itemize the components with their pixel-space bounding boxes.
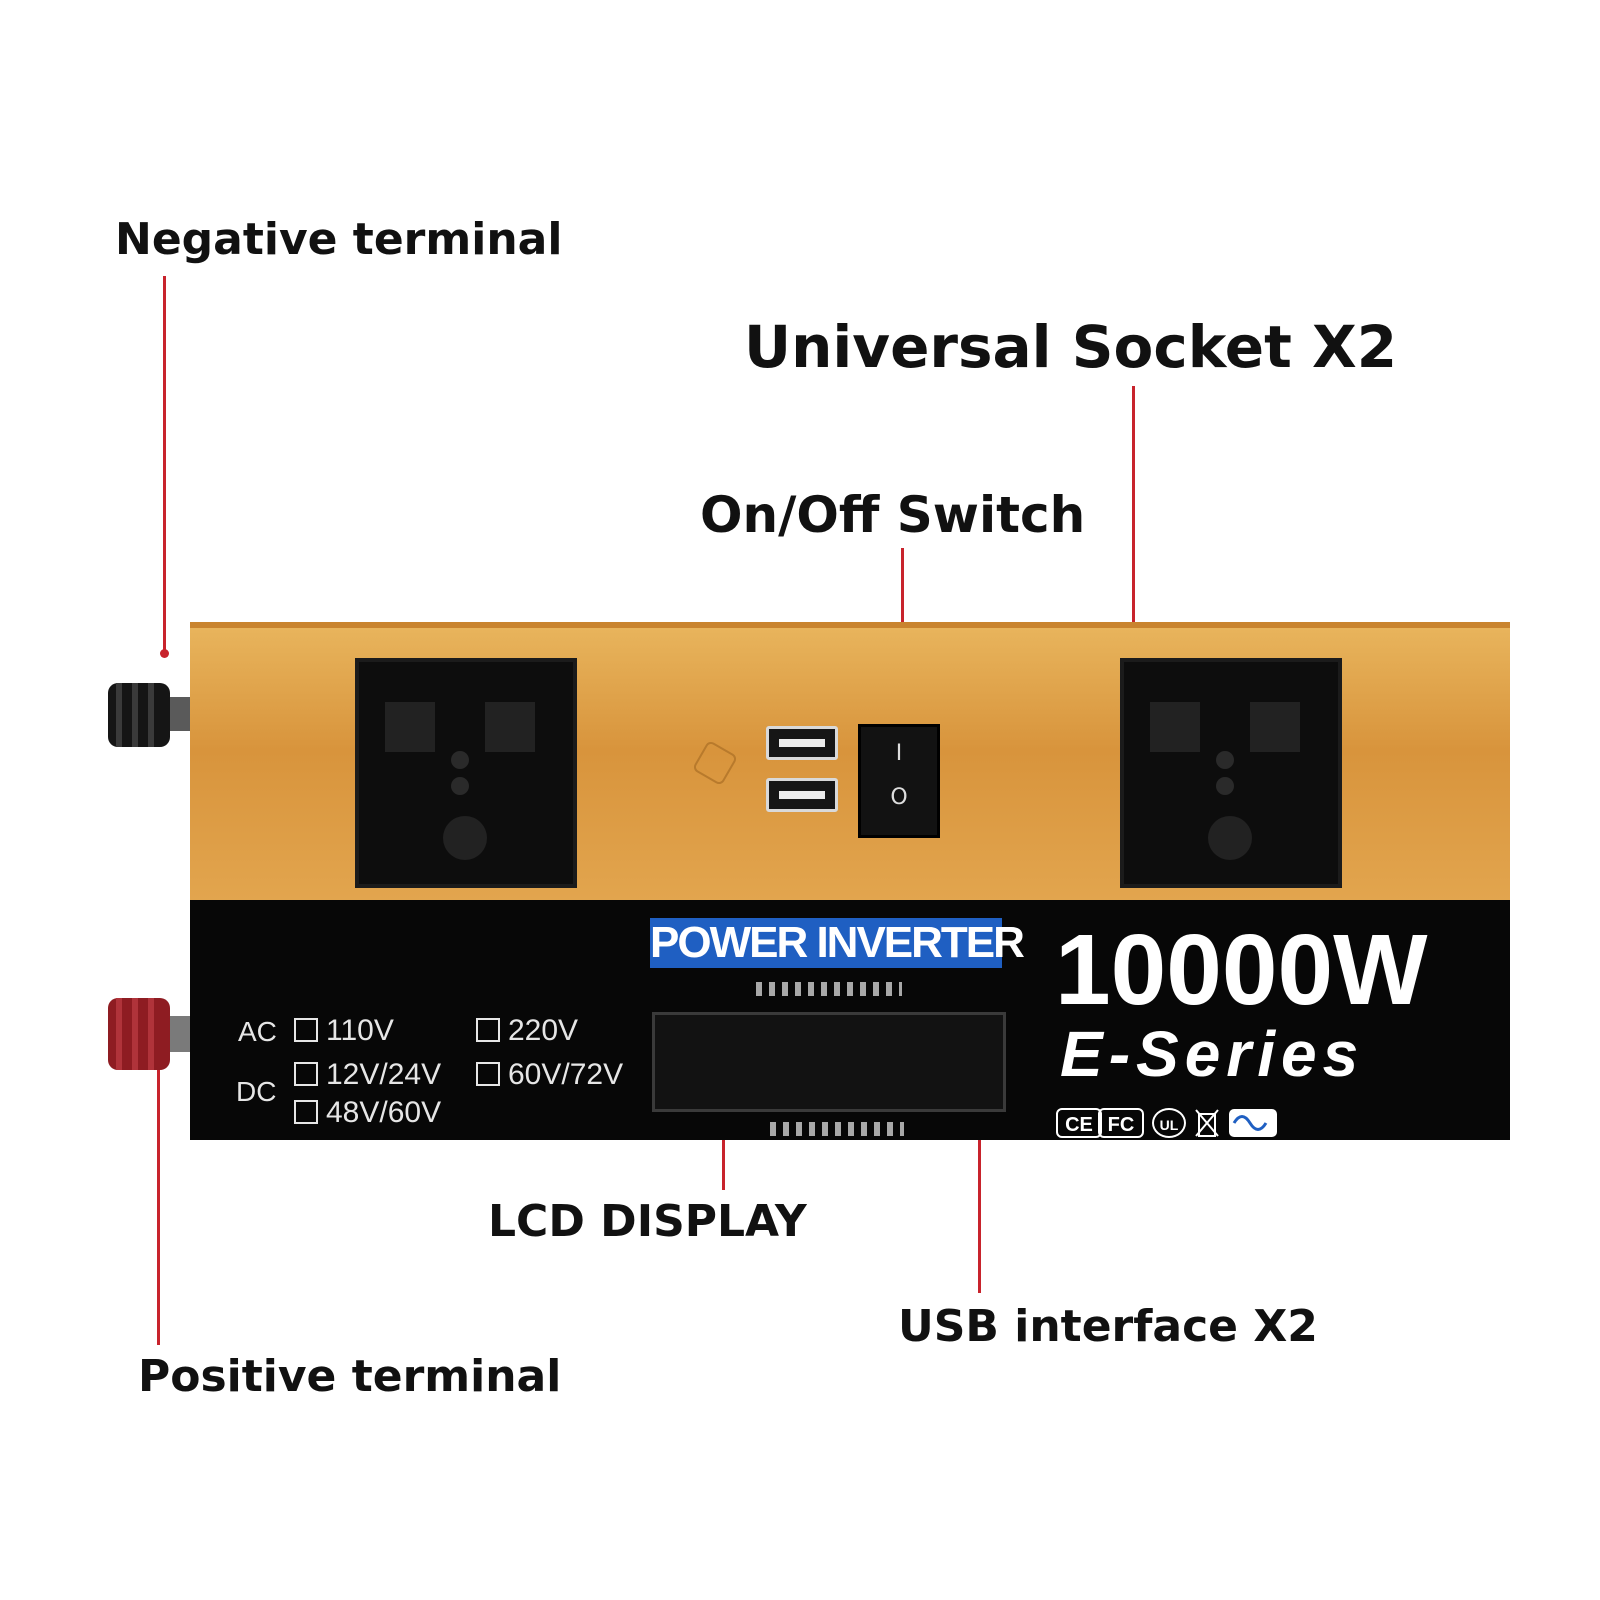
screw-icon xyxy=(691,739,739,787)
fc-mark: FC xyxy=(1098,1108,1144,1138)
usb-port-bottom xyxy=(766,778,838,812)
weee-bin-icon xyxy=(1195,1109,1219,1137)
dc-option-48v-60v: 48V/60V xyxy=(294,1098,441,1128)
negative-terminal-callout: Negative terminal xyxy=(115,214,563,265)
usb-interface-callout: USB interface X2 xyxy=(898,1301,1318,1352)
ce-mark: CE xyxy=(1056,1108,1102,1138)
ul-mark: UL xyxy=(1152,1108,1186,1138)
positive-terminal xyxy=(108,998,196,1070)
inverter-housing: I O AC DC 110V 220V 12V/24V 60V/72V 48V/… xyxy=(190,622,1510,1140)
series-name: E-Series xyxy=(1060,1018,1365,1090)
socket-outlet-icon xyxy=(1150,702,1300,860)
ac-option-220v: 220V xyxy=(476,1016,578,1046)
checkbox-icon xyxy=(294,1100,318,1124)
on-off-switch-callout: On/Off Switch xyxy=(700,486,1086,544)
positive-terminal-leader xyxy=(157,1060,160,1345)
on-off-rocker-switch: I O xyxy=(858,724,940,838)
dc-option-12v-24v: 12V/24V xyxy=(294,1060,441,1090)
dc-label: DC xyxy=(236,1076,277,1107)
negative-terminal-leader xyxy=(163,276,166,654)
universal-socket-right xyxy=(1120,658,1342,888)
lcd-display-callout: LCD DISPLAY xyxy=(488,1196,807,1247)
sine-wave-icon xyxy=(1229,1109,1277,1137)
usb-port-top xyxy=(766,726,838,760)
ac-label: AC xyxy=(238,1016,277,1047)
universal-socket-left xyxy=(355,658,577,888)
power-inverter-title: POWER INVERTER xyxy=(650,918,1025,968)
socket-outlet-icon xyxy=(385,702,535,860)
checkbox-icon xyxy=(476,1062,500,1086)
gold-top-panel: I O xyxy=(190,622,1510,900)
lcd-display-screen xyxy=(652,1012,1006,1112)
universal-socket-leader xyxy=(1132,386,1135,676)
negative-terminal xyxy=(108,683,196,747)
ac-option-110v: 110V xyxy=(294,1016,394,1046)
dc-option-60v-72v: 60V/72V xyxy=(476,1060,623,1090)
checkbox-icon xyxy=(294,1062,318,1086)
positive-terminal-callout: Positive terminal xyxy=(138,1351,562,1402)
lcd-pins-bottom xyxy=(770,1122,904,1136)
power-rating: 10000W xyxy=(1055,914,1428,1026)
universal-socket-callout: Universal Socket X2 xyxy=(744,313,1398,381)
front-label-panel: AC DC 110V 220V 12V/24V 60V/72V 48V/60V … xyxy=(190,900,1510,1140)
switch-on-symbol: I xyxy=(895,741,903,766)
negative-terminal-dot xyxy=(160,649,169,658)
switch-off-symbol: O xyxy=(890,785,908,810)
lcd-pins-top xyxy=(756,982,902,996)
checkbox-icon xyxy=(476,1018,500,1042)
checkbox-icon xyxy=(294,1018,318,1042)
